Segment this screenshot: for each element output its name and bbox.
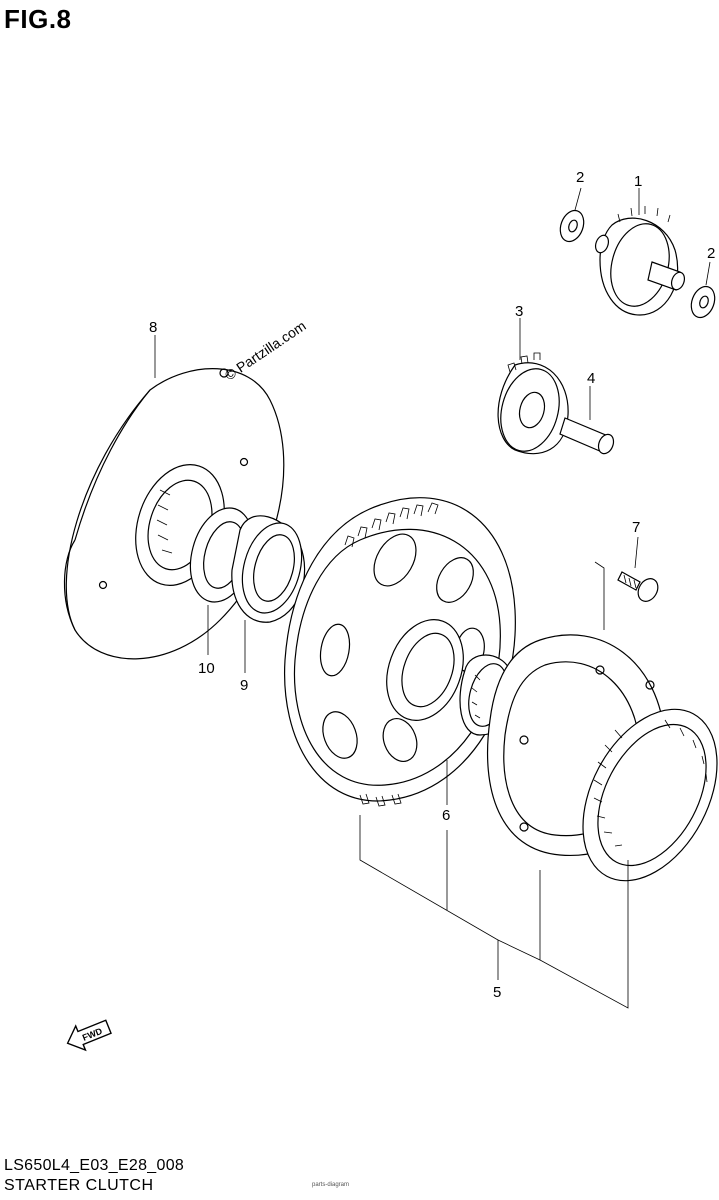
figure-title: FIG.8: [4, 4, 72, 34]
watermark: © Partzilla.com: [222, 317, 309, 383]
part-9-bearing: [231, 515, 306, 623]
part-7-bolt: [617, 571, 659, 602]
fwd-arrow-icon: FWD: [66, 1019, 112, 1052]
callout-10: 10: [198, 660, 215, 677]
callout-2-left: 2: [576, 169, 584, 186]
callout-1: 1: [634, 173, 642, 190]
sprag-ring: [582, 708, 718, 882]
small-print: parts-diagram: [312, 1182, 349, 1188]
part-2-washer-left: [559, 209, 585, 243]
watermark-text: Partzilla.com: [233, 317, 308, 375]
figure-code: LS650L4_E03_E28_008: [4, 1157, 185, 1174]
callout-2-right: 2: [707, 245, 715, 262]
callout-5: 5: [493, 984, 501, 1001]
callout-4: 4: [587, 370, 595, 387]
part-4-shaft: [559, 417, 615, 455]
part-1-idle-gear-assembly: [594, 206, 686, 316]
part-3-idle-gear: [497, 352, 569, 455]
callout-8: 8: [149, 319, 157, 336]
figure-name: STARTER CLUTCH: [4, 1177, 154, 1194]
callout-6: 6: [442, 807, 450, 824]
leader-lines: [154, 187, 711, 1009]
part-6-driven-gear: [283, 497, 516, 807]
part-2-washer-right: [690, 285, 716, 319]
callout-3: 3: [515, 303, 523, 320]
callout-9: 9: [240, 677, 248, 694]
callout-7: 7: [632, 519, 640, 536]
